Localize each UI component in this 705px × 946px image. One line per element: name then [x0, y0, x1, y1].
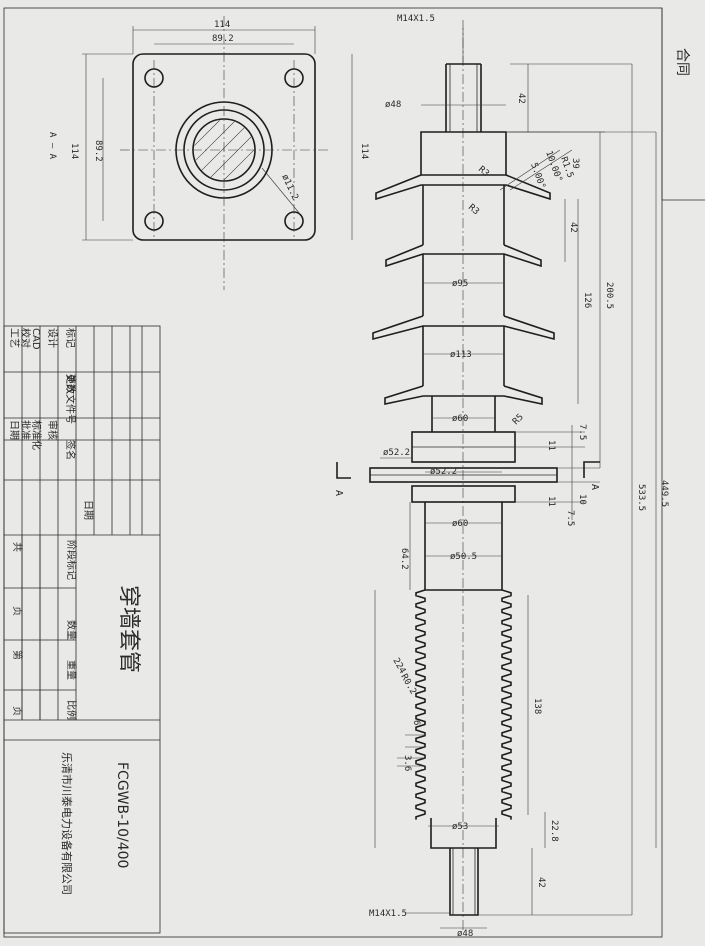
dim-114-right: 114: [359, 143, 369, 159]
upper-neck: [431, 396, 496, 432]
tb-r1-c4: 签名: [64, 440, 77, 460]
lower-body: [424, 545, 503, 591]
company-name: 乐清市川泰电力设备有限公司: [60, 752, 74, 895]
bottom-stud: [449, 848, 479, 916]
dim-533-5: 533.5: [636, 484, 646, 511]
tb-r1-c3: 更改文件号: [64, 374, 77, 424]
section-marker-left: [336, 462, 351, 479]
tb-r3-c1: CAD: [30, 328, 41, 350]
tb-r1-c5: 日期: [82, 500, 94, 520]
dim-thread-top: M14X1.5: [397, 14, 435, 24]
tb-r5-c3: 日期: [8, 420, 20, 440]
dim-64-2: 64.2: [399, 548, 409, 570]
dim-114-top: 114: [214, 20, 230, 30]
dim-10: 10: [577, 494, 587, 505]
dim-6: 6: [411, 720, 421, 725]
bottom-end-cap: [430, 818, 497, 849]
drawing-number: FCGWB-10/400: [114, 762, 130, 868]
dim-d52-2-a: ø52.2: [383, 448, 410, 458]
dim-d60-upper: ø60: [452, 414, 468, 424]
tb-r3-c3: 标准化: [30, 420, 43, 450]
dim-449-5: 449.5: [659, 480, 669, 507]
dim-114-left: 114: [69, 143, 79, 159]
dim-126: 126: [582, 292, 592, 308]
tb-total-label: 共: [11, 542, 23, 552]
top-stud: [445, 63, 482, 132]
tb-r4-c1: 校对: [19, 328, 32, 348]
dim-11-b: 11: [546, 496, 556, 507]
dim-89-left: 89.2: [93, 140, 103, 162]
dim-89-top: 89.2: [212, 34, 234, 44]
tb-stage-label: 阶段标记: [65, 540, 78, 580]
body-upper: [422, 185, 505, 245]
tb-r1-c2: 处数: [64, 374, 77, 394]
dim-42-shed: 42: [568, 222, 578, 233]
dim-7-5-a: 7.5: [577, 424, 587, 440]
tb-r5-c1: 工艺: [8, 328, 20, 348]
section-marker-left-label: A: [333, 490, 344, 496]
tb-sheet-label: 第: [11, 650, 24, 660]
part-name: 穿墙套管: [116, 585, 141, 673]
dim-d48-bottom: ø48: [457, 929, 473, 939]
section-marker-right: [583, 461, 600, 478]
dim-42-top: 42: [516, 93, 526, 104]
dim-11-a: 11: [546, 440, 556, 451]
dim-22-8: 22.8: [549, 820, 559, 842]
section-marker-right-label: A: [589, 484, 600, 490]
dim-d60-lower: ø60: [452, 519, 468, 529]
body-lower: [422, 326, 505, 386]
dim-42-bottom: 42: [536, 877, 546, 888]
tb-page-label: 页: [11, 606, 23, 616]
dim-200-5: 200.5: [604, 282, 614, 309]
dim-39: 39: [570, 158, 580, 169]
tb-r2-c3: 审核: [46, 420, 59, 440]
dim-d48-top: ø48: [385, 100, 401, 110]
corner-stamp: 合同: [674, 48, 690, 76]
dim-d95: ø95: [452, 279, 468, 289]
title-block: 标记 处数 更改文件号 签名 日期 设计 审核 CAD 标准化 校对 批准 工艺…: [3, 325, 161, 934]
body-mid: [422, 254, 505, 316]
tb-scale-label: 比例: [65, 700, 78, 720]
lower-neck: [424, 502, 503, 545]
tb-r2-c1: 设计: [46, 328, 59, 348]
shed-2: [385, 244, 542, 268]
shed-1: [375, 174, 551, 201]
dim-138: 138: [532, 698, 542, 714]
dim-d113: ø113: [450, 350, 472, 360]
elevation-view: M14X1.5 ø48 42 39 R1.5 10.00° 5.00° R3 R…: [333, 14, 669, 939]
lower-collar: [411, 485, 516, 503]
dim-d53: ø53: [452, 822, 468, 832]
dim-d50-5: ø50.5: [450, 552, 477, 562]
tb-r4-c3: 批准: [19, 420, 32, 440]
tb-r1-c1: 标记: [64, 328, 76, 348]
tb-weight-label: 重量: [65, 660, 78, 680]
shed-4: [384, 385, 543, 405]
corrugation-left: [415, 589, 426, 820]
dim-thread-bottom: M14X1.5: [369, 909, 407, 919]
dim-3-6: 3.6: [402, 755, 412, 771]
tb-quantity-label: 数量: [65, 620, 78, 640]
dim-d52-2-b: ø52.2: [430, 467, 457, 477]
shed-3: [372, 315, 555, 341]
corrugation-right: [501, 589, 512, 820]
hole-leader: [261, 167, 301, 215]
section-label: A — A: [47, 132, 57, 160]
tb-sheet-page-label: 页: [11, 706, 23, 716]
dim-7-5-b: 7.5: [565, 510, 575, 526]
